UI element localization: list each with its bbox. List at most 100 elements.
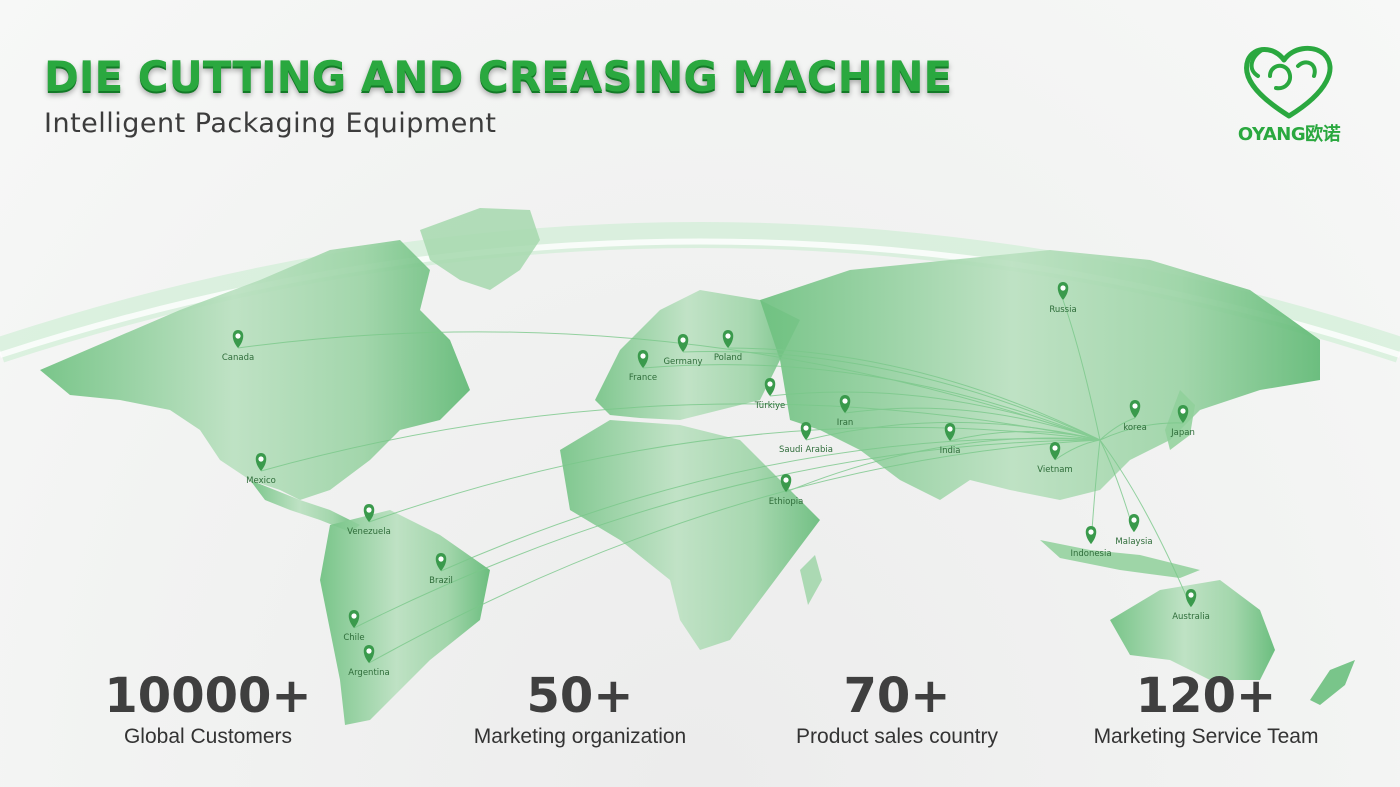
stat-marketing-service-team: 120+ Marketing Service Team <box>1056 668 1356 750</box>
route-line <box>769 391 1101 441</box>
logo-text: OYANG欧诺 <box>1237 124 1341 145</box>
stat-value: 50+ <box>526 668 634 724</box>
page-title: DIE CUTTING AND CREASING MACHINE <box>44 52 953 101</box>
map-pin-dot <box>1052 445 1058 451</box>
north-america-shape <box>40 240 470 500</box>
central-america-shape <box>250 480 360 532</box>
map-pin-icon <box>637 350 649 368</box>
location-label: Iran <box>837 418 854 428</box>
location-pin: Russia <box>1049 282 1077 315</box>
stat-label: Marketing Service Team <box>1093 725 1319 748</box>
map-pin-icon <box>1128 514 1140 532</box>
map-pin-dot <box>1188 592 1194 598</box>
route-line <box>368 426 1101 523</box>
map-pin-dot <box>1131 517 1137 523</box>
location-pin: Ethiopia <box>769 474 804 507</box>
location-label: France <box>629 373 657 383</box>
map-pin-icon <box>944 423 956 441</box>
stat-global-customers: 10000+ Global Customers <box>58 668 358 750</box>
stat-value: 120+ <box>1135 668 1277 724</box>
route-line <box>1062 299 1101 441</box>
map-pin-icon <box>800 422 812 440</box>
map-pin-icon <box>780 474 792 492</box>
location-label: Japan <box>1170 428 1195 438</box>
map-pin-icon <box>764 378 776 396</box>
location-pin: Canada <box>222 330 254 363</box>
map-pin-dot <box>366 507 372 513</box>
map-pin-dot <box>235 333 241 339</box>
route-line <box>727 347 1101 441</box>
location-label: Chile <box>343 633 364 643</box>
africa-shape <box>560 420 820 650</box>
location-pin: Chile <box>343 610 365 643</box>
greenland-shape <box>420 208 540 290</box>
map-pin-dot <box>783 477 789 483</box>
map-pin-icon <box>677 334 689 352</box>
location-pin: Saudi Arabia <box>779 422 833 455</box>
map-pin-icon <box>1085 526 1097 544</box>
map-pin-icon <box>435 553 447 571</box>
location-pin: Malaysia <box>1115 514 1153 547</box>
map-pin-dot <box>842 398 848 404</box>
map-pin-icon <box>722 330 734 348</box>
map-pin-dot <box>680 337 686 343</box>
route-line <box>682 351 1101 441</box>
location-label: Poland <box>714 353 742 363</box>
stat-marketing-organization: 50+ Marketing organization <box>430 668 730 750</box>
map-pin-icon <box>839 395 851 413</box>
stat-value: 70+ <box>843 668 951 724</box>
stat-value: 10000+ <box>104 668 312 724</box>
map-pin-dot <box>640 353 646 359</box>
location-label: Vietnam <box>1037 465 1072 475</box>
location-label: Indonesia <box>1070 549 1111 559</box>
location-pin: France <box>629 350 657 383</box>
australia-shape <box>1110 580 1275 680</box>
route-lines <box>237 299 1192 664</box>
south-america-shape <box>320 510 490 725</box>
location-label: Mexico <box>246 476 276 486</box>
route-line <box>642 364 1101 441</box>
route-line <box>237 331 1101 441</box>
map-pin-icon <box>1129 400 1141 418</box>
map-pin-icon <box>1049 442 1061 460</box>
location-label: Ethiopia <box>769 497 804 507</box>
location-pin: Brazil <box>429 553 453 586</box>
madagascar-shape <box>800 555 822 605</box>
map-pin-dot <box>947 426 953 432</box>
location-pin: Mexico <box>246 453 276 486</box>
map-pin-dot <box>351 613 357 619</box>
page-subtitle: Intelligent Packaging Equipment <box>44 108 497 139</box>
location-label: Brazil <box>429 576 453 586</box>
location-pin: Argentina <box>348 645 390 678</box>
location-pin: Poland <box>714 330 742 363</box>
route-line <box>844 407 1101 441</box>
map-pin-icon <box>1177 405 1189 423</box>
europe-shape <box>595 290 800 420</box>
location-pin: Venezuela <box>347 504 391 537</box>
route-line <box>1099 439 1192 608</box>
route-line <box>1054 439 1101 461</box>
map-pin-dot <box>258 456 264 462</box>
map-pin-dot <box>1060 285 1066 291</box>
map-pin-dot <box>1180 408 1186 414</box>
route-line <box>1099 417 1136 441</box>
location-pin: Türkiye <box>754 378 785 411</box>
location-label: Venezuela <box>347 527 391 537</box>
route-line <box>368 439 1101 664</box>
location-pin: korea <box>1123 400 1147 433</box>
stat-label: Marketing organization <box>473 725 687 748</box>
route-line <box>440 438 1101 572</box>
location-label: India <box>940 446 961 456</box>
map-pin-icon <box>232 330 244 348</box>
location-label: Germany <box>663 357 702 367</box>
location-label: Argentina <box>348 668 389 678</box>
location-label: Türkiye <box>754 401 785 411</box>
indonesia-shape <box>1040 540 1200 578</box>
route-line <box>260 403 1101 472</box>
route-line <box>1099 422 1184 441</box>
stat-label: Global Customers <box>123 725 293 748</box>
location-label: korea <box>1123 423 1147 433</box>
map-pin-icon <box>363 504 375 522</box>
